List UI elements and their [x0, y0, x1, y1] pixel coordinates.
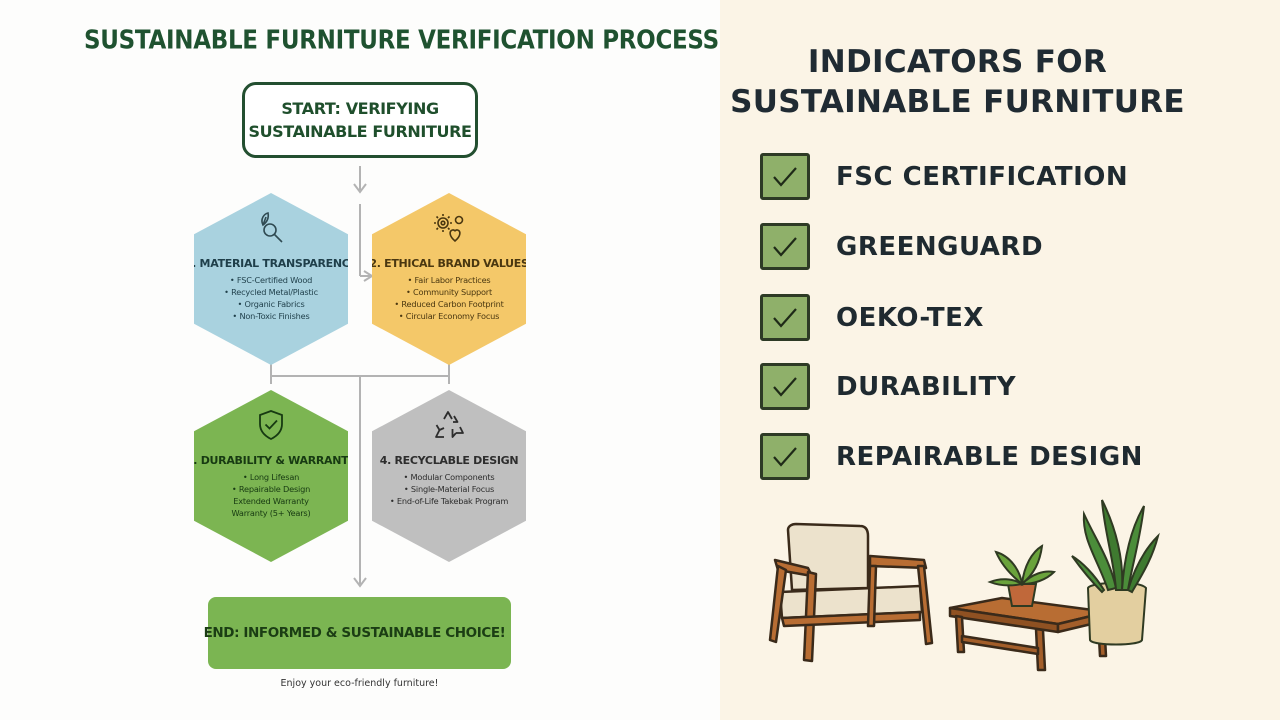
checkbox-icon	[760, 433, 810, 480]
step-ethical-brand-values: 2. ETHICAL BRAND VALUES • Fair Labor Pra…	[372, 193, 526, 365]
checkbox-icon	[760, 153, 810, 200]
list-item: • Fair Labor Practices	[407, 275, 491, 285]
step-list: • Fair Labor Practices • Community Suppo…	[394, 274, 503, 322]
indicator-label: FSC CERTIFICATION	[836, 161, 1129, 192]
list-item: • Circular Economy Focus	[398, 311, 500, 321]
shield-check-icon	[259, 410, 283, 441]
process-panel: SUSTAINABLE FURNITURE VERIFICATION PROCE…	[84, 26, 720, 689]
indicator-greenguard: GREENGUARD	[760, 223, 1043, 270]
list-item: • End-of-Life Takebak Program	[389, 496, 509, 506]
connector-lines	[270, 166, 450, 588]
list-item: • FSC-Certified Wood	[229, 275, 313, 285]
list-item: • Community Support	[405, 287, 492, 297]
step-title: 1. MATERIAL TRANSPARENCY	[184, 257, 358, 270]
end-caption: Enjoy your eco-friendly furniture!	[280, 678, 439, 689]
gears-heart-icon	[434, 214, 464, 243]
end-label: END: INFORMED & SUSTAINABLE CHOICE!	[203, 625, 506, 641]
potted-plant-icon	[987, 544, 1057, 607]
step-list: • Long Lifesan • Repairable Design Exten…	[232, 471, 311, 519]
furniture-illustration	[768, 499, 1160, 672]
indicator-label: DURABILITY	[836, 371, 1017, 402]
step-list: • FSC-Certified Wood • Recycled Metal/Pl…	[224, 274, 318, 322]
start-label: START: VERIFYING SUSTAINABLE FURNITURE	[248, 99, 472, 141]
list-item: Extended Warranty	[233, 496, 309, 506]
step-durability-warranty: 3. DURABILITY & WARRANTY • Long Lifesan …	[194, 390, 348, 562]
indicators-title: INDICATORS FOR SUSTAINABLE FURNITURE	[730, 44, 1185, 120]
list-item: • Reduced Carbon Footprint	[394, 299, 504, 309]
snake-plant-icon	[1071, 499, 1160, 646]
list-item: Warranty (5+ Years)	[231, 508, 311, 518]
indicator-durability: DURABILITY	[760, 363, 1016, 410]
checkbox-icon	[760, 223, 810, 270]
armchair-icon	[768, 522, 934, 663]
list-item: • Recycled Metal/Plastic	[224, 287, 318, 297]
list-item: • Non-Toxic Finishes	[232, 311, 310, 321]
checkbox-icon	[760, 294, 810, 341]
step-list: • Modular Components • Single-Material F…	[389, 471, 509, 507]
step-material-transparency: 1. MATERIAL TRANSPARENCY • FSC-Certified…	[194, 193, 348, 365]
indicator-label: OEKO-TEX	[836, 302, 984, 333]
step-title: 2. ETHICAL BRAND VALUES	[369, 257, 529, 270]
checkbox-icon	[760, 363, 810, 410]
list-item: • Single-Material Focus	[403, 484, 495, 494]
step-title: 4. RECYCLABLE DESIGN	[379, 454, 519, 467]
indicator-repairable-design: REPAIRABLE DESIGN	[760, 433, 1143, 480]
end-node: END: INFORMED & SUSTAINABLE CHOICE!	[204, 597, 511, 669]
indicator-oeko-tex: OEKO-TEX	[760, 294, 984, 341]
indicators-panel: INDICATORS FOR SUSTAINABLE FURNITURE FSC…	[720, 0, 1280, 720]
coffee-table-icon	[948, 596, 1110, 672]
start-node: START: VERIFYING SUSTAINABLE FURNITURE	[242, 82, 478, 158]
leaf-magnifier-icon	[261, 212, 283, 243]
step-recyclable-design: 4. RECYCLABLE DESIGN • Modular Component…	[372, 390, 526, 562]
list-item: • Modular Components	[403, 472, 495, 482]
indicator-fsc: FSC CERTIFICATION	[760, 153, 1128, 200]
list-item: • Long Lifesan	[242, 472, 300, 482]
list-item: • Repairable Design	[231, 484, 311, 494]
recycle-icon	[435, 411, 464, 438]
indicator-label: REPAIRABLE DESIGN	[836, 441, 1143, 472]
process-title: SUSTAINABLE FURNITURE VERIFICATION PROCE…	[84, 26, 719, 56]
indicator-label: GREENGUARD	[836, 231, 1044, 262]
step-title: 3. DURABILITY & WARRANTY	[185, 454, 357, 467]
list-item: • Organic Fabrics	[237, 299, 305, 309]
